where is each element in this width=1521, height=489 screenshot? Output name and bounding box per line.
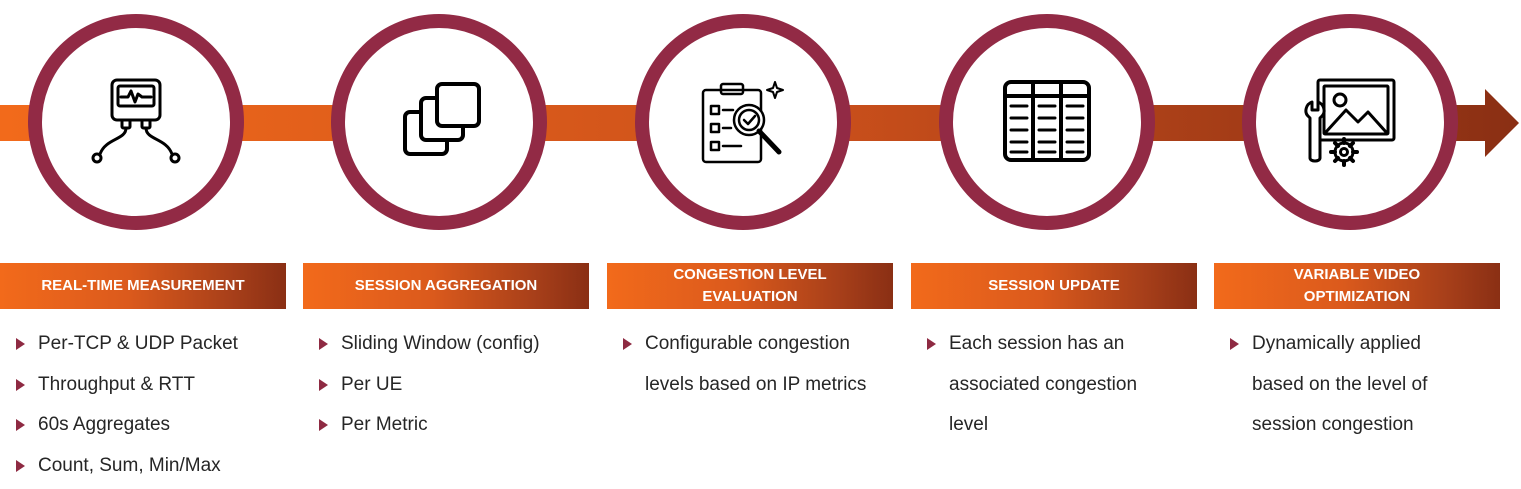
image-settings-icon [1304,78,1396,167]
stage-title: SESSION AGGREGATION [303,263,589,309]
bullet-marker [16,459,25,472]
bullet-list: Each session has an associated congestio… [927,324,1137,446]
bullet-item: Dynamically applied [1230,324,1427,365]
bullet-text: Each session has an [949,333,1125,354]
bullet-text: level [949,414,989,435]
bullet-text: Dynamically applied [1252,333,1421,354]
bullet-item: Per Metric [319,405,540,446]
bullet-item: Count, Sum, Min/Max [16,446,238,487]
bullet-item: level [927,405,1137,446]
bullet-list: Dynamically applied based on the level o… [1230,324,1427,446]
stage-congestion-level-evaluation: CONGESTION LEVEL EVALUATION Configurable… [607,0,893,489]
bullet-item: Sliding Window (config) [319,324,540,365]
bullet-text: based on the level of [1252,373,1428,395]
bullet-marker [1230,338,1239,350]
bullet-item: associated congestion [927,365,1137,406]
stage-session-update: SESSION UPDATE Each session has an assoc… [911,0,1197,489]
bullet-list: Per-TCP & UDP Packet Throughput & RTT 60… [16,324,238,486]
stage-circle [28,14,244,230]
stage-circle [1242,14,1458,230]
bullet-text: associated congestion [949,373,1138,395]
bullet-text: Per UE [341,373,403,395]
bullet-text: 60s Aggregates [38,414,171,435]
stage-title: REAL-TIME MEASUREMENT [0,263,286,309]
bullet-item: levels based on IP metrics [623,365,866,406]
bullet-marker [16,338,25,350]
stage-session-aggregation: SESSION AGGREGATION Sliding Window (conf… [303,0,589,489]
bullet-text: Throughput & RTT [38,373,196,395]
stage-title: VARIABLE VIDEO OPTIMIZATION [1214,263,1500,309]
bullet-text: session congestion [1252,414,1414,435]
bullet-text: Sliding Window (config) [341,333,540,354]
bullet-marker [319,419,328,431]
bullet-item: Configurable congestion [623,324,866,365]
bullet-marker [319,378,328,391]
bullet-text: Per-TCP & UDP Packet [38,333,238,354]
stage-variable-video-optimization: VARIABLE VIDEO OPTIMIZATION Dynamically … [1214,0,1500,489]
bullet-marker [16,419,25,431]
bullet-list: Configurable congestion levels based on … [623,324,866,405]
stacked-windows-icon [403,82,481,156]
stage-circle [635,14,851,230]
bullet-marker [16,378,25,391]
stage-circle [939,14,1155,230]
clipboard-inspection-icon [701,81,784,164]
bullet-marker [927,338,936,350]
stage-title: CONGESTION LEVEL EVALUATION [607,263,893,309]
bullet-item: Throughput & RTT [16,365,238,406]
bullet-text: levels based on IP metrics [645,373,867,395]
stage-title: SESSION UPDATE [911,263,1197,309]
bullet-text: Per Metric [341,414,428,435]
stage-circle [331,14,547,230]
bullet-list: Sliding Window (config) Per UE Per Metri… [319,324,540,446]
bullet-marker [623,338,632,350]
bullet-item: session congestion [1230,405,1427,446]
stage-real-time-measurement: REAL-TIME MEASUREMENT Per-TCP & UDP Pack… [0,0,286,489]
bullet-marker [319,338,328,350]
bullet-item: Per-TCP & UDP Packet [16,324,238,365]
ip-probe-monitor-icon [91,78,181,164]
bullet-item: 60s Aggregates [16,405,238,446]
bullet-item: based on the level of [1230,365,1427,406]
bullet-text: Configurable congestion [645,333,850,354]
table-grid-icon [1003,80,1091,162]
bullet-text: Count, Sum, Min/Max [38,454,221,476]
bullet-item: Each session has an [927,324,1137,365]
bullet-item: Per UE [319,365,540,406]
